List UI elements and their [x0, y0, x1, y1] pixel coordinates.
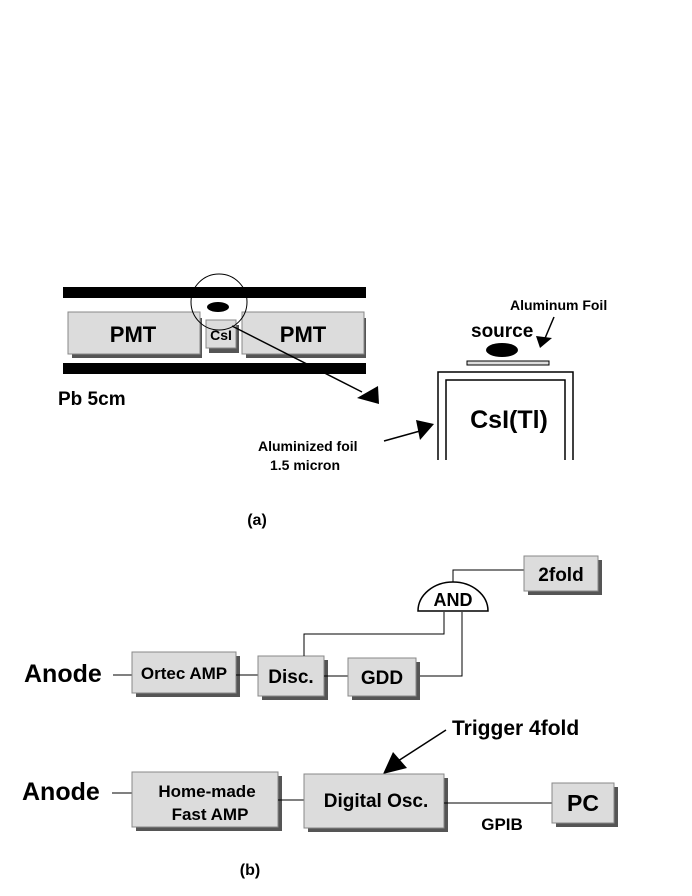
aluminized-pointer-line — [383, 430, 421, 442]
twofold-box: 2fold — [523, 555, 602, 595]
zoom-line — [231, 325, 363, 393]
trigger-pointer-line — [397, 729, 447, 762]
lead-bar-top — [63, 287, 366, 298]
aluminized-foil-label: Aluminized foil — [258, 438, 358, 454]
crystal-housing — [437, 371, 574, 460]
wire-and-2fold — [452, 569, 524, 582]
foil-pointer-arrowhead — [536, 336, 552, 348]
pc-label: PC — [567, 790, 599, 816]
source-label: source — [471, 321, 533, 342]
aluminized-pointer-arrowhead — [416, 420, 434, 440]
gdd-label: GDD — [361, 668, 403, 689]
pmt-right: PMT — [241, 311, 366, 358]
homemade-amp-line2: Fast AMP — [172, 805, 249, 824]
crystal-label: CsI(Tl) — [470, 406, 548, 434]
lead-shield-label: Pb 5cm — [58, 389, 126, 410]
csi-small-crystal: CsI — [205, 319, 239, 353]
pmt-left-label: PMT — [110, 322, 157, 347]
aluminum-foil-label: Aluminum Foil — [510, 297, 607, 313]
caption-b: (b) — [240, 862, 260, 879]
lead-bar-bottom — [63, 363, 366, 374]
digital-osc-label: Digital Osc. — [324, 791, 429, 812]
caption-a: (a) — [247, 512, 267, 529]
and-gate: AND — [417, 581, 489, 612]
zoom-circle — [190, 273, 248, 331]
csi-small-label: CsI — [210, 327, 232, 343]
source-pellet — [486, 343, 518, 357]
zoom-arrowhead — [357, 386, 379, 404]
pc-box: PC — [551, 782, 618, 827]
crystal-setup: Aluminum Foil source CsI(Tl) Aluminized … — [258, 297, 607, 473]
trigger-chain: Anode Ortec AMP Disc. GDD AND — [24, 555, 602, 700]
anode-top-label: Anode — [24, 660, 102, 688]
source-pellet-small — [207, 302, 229, 312]
wire-gdd-and — [420, 612, 463, 677]
gpib-label: GPIB — [481, 815, 523, 834]
and-gate-label: AND — [434, 590, 473, 610]
trigger-label: Trigger 4fold — [452, 717, 579, 740]
digital-osc-box: Digital Osc. — [303, 773, 448, 832]
readout-chain: Trigger 4fold Anode Home-made Fast AMP D… — [22, 717, 618, 834]
ortec-amp-label: Ortec AMP — [141, 664, 227, 683]
gdd-box: GDD — [347, 657, 420, 700]
wire-disc-and — [303, 612, 445, 656]
trigger-arrowhead — [383, 752, 407, 774]
twofold-label: 2fold — [538, 565, 583, 586]
shielding-assembly: PMT CsI PMT Pb 5cm — [58, 273, 379, 410]
aluminized-thickness-label: 1.5 micron — [270, 457, 340, 473]
homemade-amp-box: Home-made Fast AMP — [131, 771, 282, 831]
disc-label: Disc. — [268, 667, 313, 688]
disc-box: Disc. — [257, 655, 328, 700]
ortec-amp-box: Ortec AMP — [131, 651, 240, 697]
aluminum-foil-sheet — [466, 360, 550, 366]
anode-bottom-label: Anode — [22, 778, 100, 806]
pmt-left: PMT — [67, 311, 202, 358]
homemade-amp-line1: Home-made — [158, 782, 255, 801]
pmt-right-label: PMT — [280, 322, 327, 347]
